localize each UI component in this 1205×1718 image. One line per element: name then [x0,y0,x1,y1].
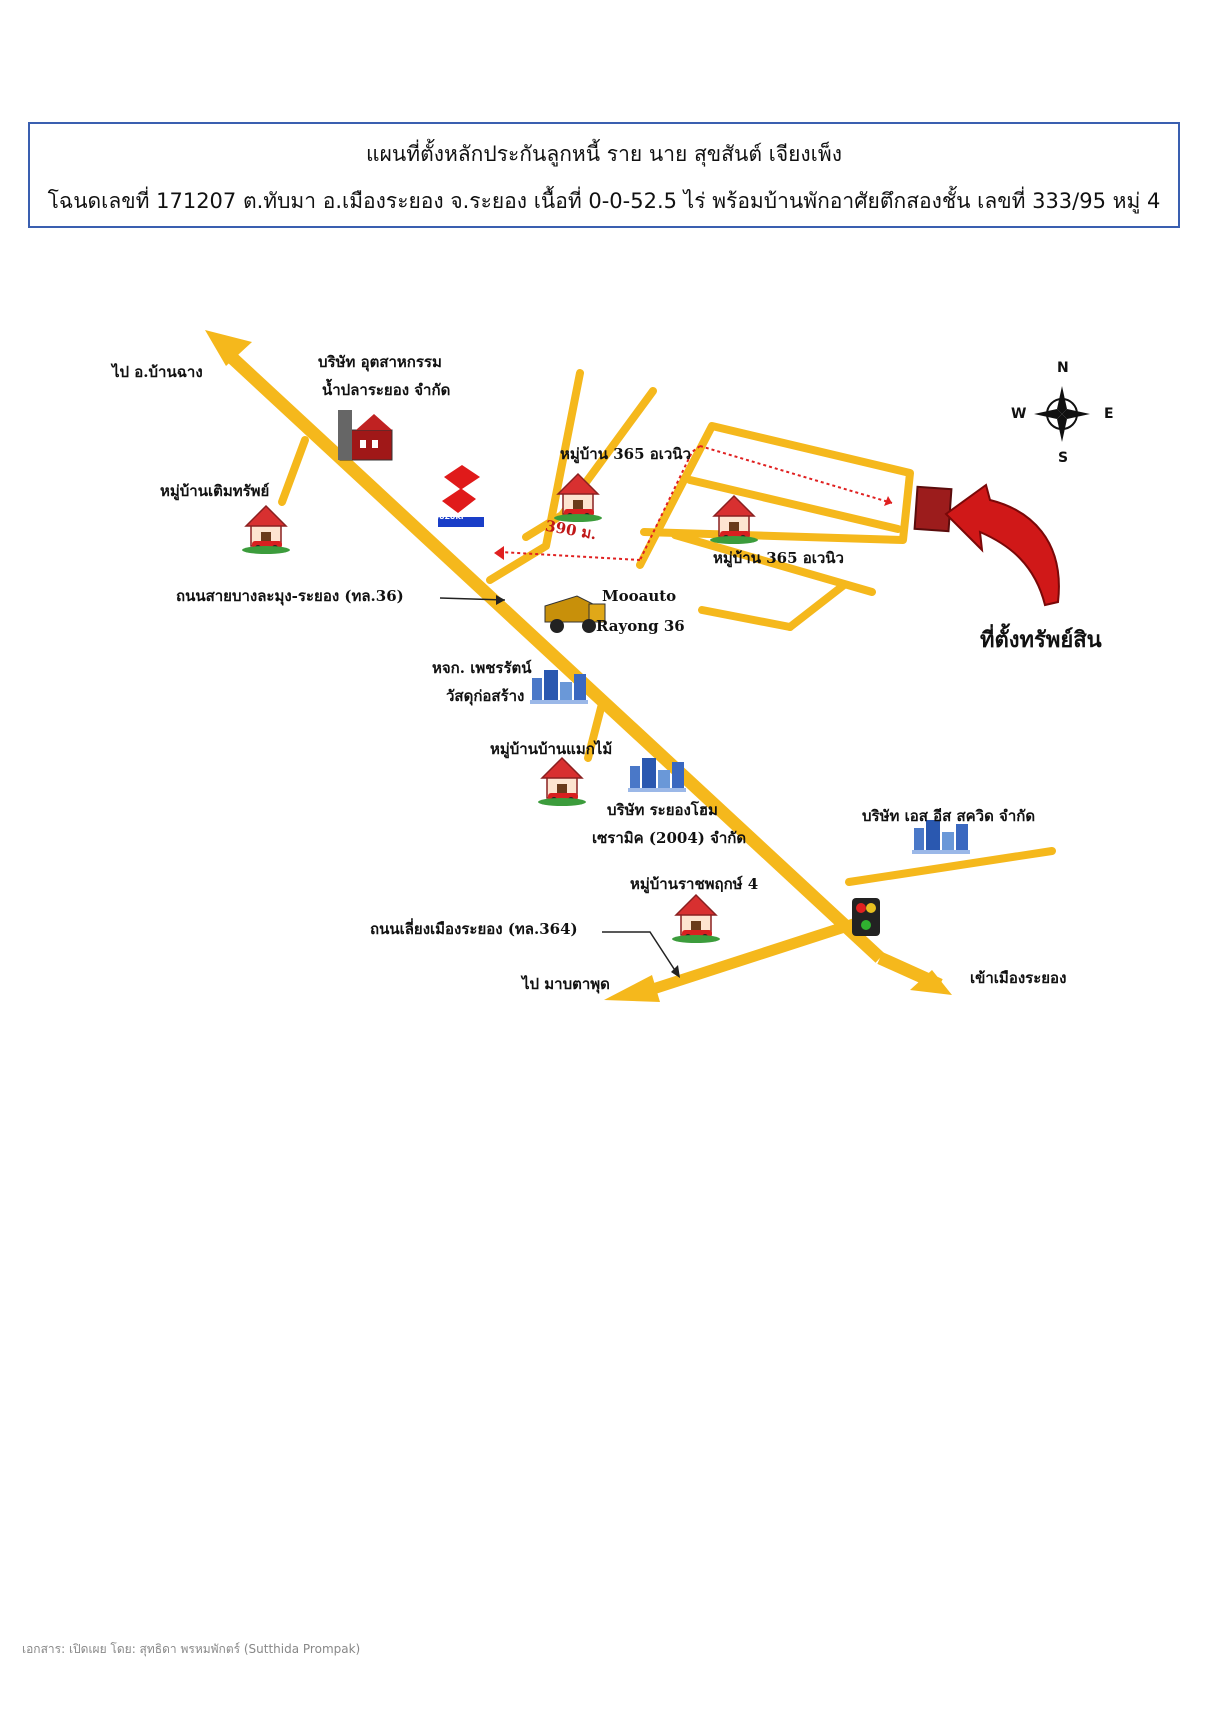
label-suzuki: SUZUKI [434,513,464,521]
label-rayong-home-line1: บริษัท ระยองโฮม [607,801,718,819]
label-village-toem-sap: หมู่บ้านเติมทรัพย์ [160,482,270,500]
label-village-ratchaphruek: หมู่บ้านราชพฤกษ์ 4 [630,875,759,893]
traffic-light-icon [852,898,880,936]
route-line-3 [499,551,641,561]
compass-south: S [1058,450,1069,466]
house-icon [537,757,587,807]
building-icon [628,758,686,792]
label-village-maek-mai: หมู่บ้านบ้านแมกไม้ [490,740,613,758]
road364-leader [602,931,679,976]
compass-east: E [1104,406,1114,422]
suzuki-logo [438,465,484,527]
label-factory-line2: น้ำปลาระยอง จำกัด [322,381,451,399]
label-phetcharat-line1: หจก. เพชรรัตน์ [432,659,532,677]
side-roads [278,369,1056,886]
footer-disclosure: เอกสาร: เปิดเผย โดย: สุทธิดา พรหมพักตร์ … [22,1642,361,1656]
label-road-364: ถนนเลี่ยงเมืองระยอง (ทล.364) [370,920,578,938]
label-road-36: ถนนสายบางละมุง-ระยอง (ทล.36) [176,587,404,605]
compass-west: W [1011,406,1027,422]
house-icon [671,894,721,944]
factory-icon [338,410,393,461]
label-village-365-bottom: หมู่บ้าน 365 อเวนิว [713,549,844,567]
label-mooauto-line2: Rayong 36 [596,617,685,635]
compass-north: N [1057,360,1069,376]
road36-leader [439,597,506,601]
highway-364 [604,914,868,1002]
compass-icon [1034,386,1090,442]
label-to-ban-chang: ไป อ.บ้านฉาง [112,363,203,381]
label-village-365-top: หมู่บ้าน 365 อเวนิว [560,445,691,463]
label-to-map-ta-phut: ไป มาบตาพุด [522,975,610,993]
label-rayong-home-line2: เซรามิค (2004) จำกัด [592,829,747,847]
title-box: แผนที่ตั้งหลักประกันลูกหนี้ ราย นาย สุขส… [28,122,1180,228]
map-title: แผนที่ตั้งหลักประกันลูกหนี้ ราย นาย สุขส… [366,142,842,166]
label-s-east-squid: บริษัท เอส อีส สควิด จำกัด [862,807,1036,825]
dump-truck-icon [544,595,606,633]
house-icon [241,505,291,555]
map-subtitle: โฉนดเลขที่ 171207 ต.ทับมา อ.เมืองระยอง จ… [47,189,1161,213]
highway-36 [205,330,952,995]
property-marker [913,485,953,533]
label-property-location: ที่ตั้งทรัพย์สิน [980,627,1102,653]
building-icon [530,670,588,704]
property-pointer-arrow [944,483,1060,607]
label-mooauto-line1: Mooauto [602,587,677,605]
label-factory-line1: บริษัท อุตสาหกรรม [318,353,442,371]
route-line-1 [699,445,893,504]
label-phetcharat-line2: วัสดุก่อสร้าง [446,687,525,705]
label-to-rayong-city: เข้าเมืองระยอง [970,969,1067,987]
